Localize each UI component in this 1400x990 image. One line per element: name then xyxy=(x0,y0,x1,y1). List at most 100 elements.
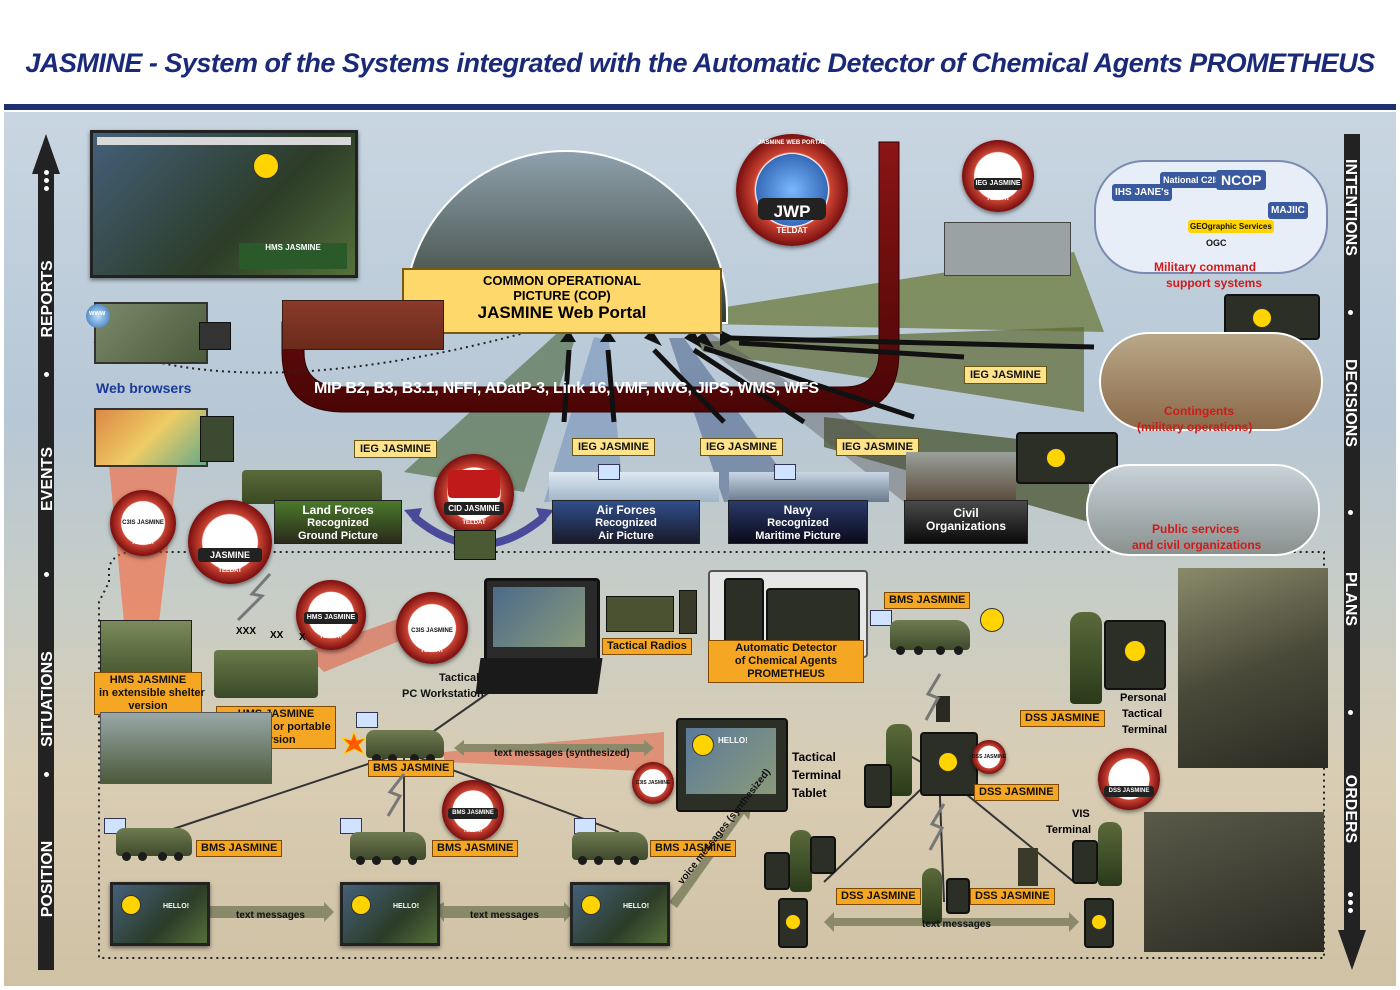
axis-dot xyxy=(44,572,49,577)
military-systems-cloud: IHS JANE's National C2IS NCOP MAJIIC GEO… xyxy=(1094,160,1328,274)
hms-truck-image xyxy=(214,650,318,698)
tactical-radios-label: Tactical Radios xyxy=(602,638,692,655)
prometheus-detector xyxy=(724,578,764,648)
hms-shelter-label: HMS JASMINE in extensible shelter versio… xyxy=(94,672,205,715)
ieg-hardware-image xyxy=(944,222,1071,276)
axis-dot xyxy=(44,186,49,191)
jwp-maker: TELDAT xyxy=(776,226,808,235)
left-axis-arrow xyxy=(32,134,60,970)
dss-label-bottom-right: DSS JASMINE xyxy=(970,888,1055,905)
bms-screen-2-hello: HELLO! xyxy=(393,903,420,910)
cop-line3: JASMINE Web Portal xyxy=(477,303,647,322)
vis-line1: VIS xyxy=(1072,808,1090,820)
bms-seal: BMS JASMINE TELDAT xyxy=(442,780,504,842)
page-title: JASMINE - System of the Systems integrat… xyxy=(25,48,1375,78)
contingents-caption-1: Contingents xyxy=(1164,404,1234,418)
hms-seal: HMS JASMINE TELDAT xyxy=(296,580,366,650)
protocols-text: MIP B2, B3, B3.1, NFFI, ADatP-3, Link 16… xyxy=(314,380,819,397)
radiation-icon xyxy=(1252,308,1272,328)
tablet-line1: Tactical xyxy=(792,750,836,764)
hms-shelter-line2: in extensible shelter xyxy=(99,687,205,699)
bms-screen-1-hello: HELLO! xyxy=(163,903,190,910)
hms-screen-top: HMS JASMINE xyxy=(90,130,358,278)
c3is-seal-2: C3IS JASMINE TELDAT xyxy=(396,592,468,664)
hms-screen-caption: HMS JASMINE xyxy=(239,243,347,269)
nato-flag-icon xyxy=(598,464,620,480)
military-caption-1: Military command xyxy=(1154,260,1257,274)
tactical-pc-line1: Tactical xyxy=(439,672,480,684)
navy-image xyxy=(729,472,889,502)
ogc-label: OGC xyxy=(1206,238,1227,248)
personal-terminal-line3: Terminal xyxy=(1122,724,1168,736)
explosion-icon xyxy=(342,732,366,756)
axis-dot xyxy=(1348,310,1353,315)
hms-seal-maker: TELDAT xyxy=(319,634,343,640)
dss-soldier-bottom xyxy=(922,868,942,924)
tablet-screen: HELLO! xyxy=(686,728,776,794)
radiation-icon xyxy=(692,734,714,756)
cid-maker: TELDAT xyxy=(462,520,486,526)
ieg-label-civil: IEG JASMINE xyxy=(836,438,919,456)
air-forces-box: Air Forces Recognized Air Picture xyxy=(552,500,700,544)
axis-dot xyxy=(44,772,49,777)
prometheus-line2: of Chemical Agents xyxy=(734,655,838,667)
dss-seal-label: DSS JASMINE xyxy=(1108,788,1150,794)
dss-small-seal: DSS JASMINE xyxy=(972,740,1006,774)
bms-vehicle-bottom-2 xyxy=(350,832,426,865)
ieg-seal-maker: TELDAT xyxy=(986,196,1010,202)
vis-line2: Terminal xyxy=(1046,824,1092,836)
cid-seal: CID JASMINE TELDAT xyxy=(434,454,514,534)
tactical-pc-laptop xyxy=(484,578,600,664)
dss-label-top: DSS JASMINE xyxy=(1020,710,1105,727)
tablet-hello: HELLO! xyxy=(718,736,748,745)
dss-label-center: DSS JASMINE xyxy=(974,784,1059,801)
land-forces-line1: Land Forces xyxy=(302,503,374,517)
dss-handheld-left xyxy=(764,852,790,890)
hms-interior-photo xyxy=(100,712,272,784)
unit-mark-xxx: XXX xyxy=(236,626,257,637)
nato-flag-icon xyxy=(774,464,796,480)
military-caption-2: support systems xyxy=(1166,276,1263,290)
c3is-seal2-maker: TELDAT xyxy=(420,648,444,654)
axis-dot xyxy=(44,178,49,183)
radiation-icon xyxy=(1124,640,1146,662)
c3is-small-seal: C3IS JASMINE xyxy=(632,762,674,804)
ieg-label-air: IEG JASMINE xyxy=(572,438,655,456)
dss-handheld-left-2 xyxy=(810,836,836,874)
air-forces-image xyxy=(549,472,719,502)
bms-label-top: BMS JASMINE xyxy=(884,592,971,609)
civil-line1: Civil xyxy=(953,506,979,520)
land-forces-line2: Recognized xyxy=(307,517,369,529)
radiation-icon xyxy=(581,895,601,915)
dss-antenna xyxy=(936,696,950,722)
axis-dot xyxy=(44,372,49,377)
majiic-label: MAJIIC xyxy=(1268,202,1308,219)
axis-dot xyxy=(44,170,49,175)
bms-vehicle-center xyxy=(366,730,444,763)
radiation-icon xyxy=(1046,448,1066,468)
air-forces-line3: Air Picture xyxy=(598,530,654,542)
soldier-handheld-photo xyxy=(1144,812,1324,952)
dss-label-bottom-left: DSS JASMINE xyxy=(836,888,921,905)
jasmine-seal-label: JASMINE xyxy=(209,550,250,560)
c3is-seal2-label: C3IS JASMINE xyxy=(411,628,453,634)
hms-shelter-image xyxy=(100,620,192,674)
dss-handheld-bottom xyxy=(946,878,970,914)
unit-mark-x: X xyxy=(299,632,306,643)
cop-line2: PICTURE (COP) xyxy=(513,288,611,303)
right-axis-arrow xyxy=(1338,134,1366,970)
tablet-line2: Terminal xyxy=(792,768,842,782)
dss-handheld-center xyxy=(864,764,892,808)
tactical-radio-box xyxy=(606,596,674,632)
bms-label-bottom-1: BMS JASMINE xyxy=(196,840,283,857)
bms-label-bottom-3: BMS JASMINE xyxy=(650,840,737,857)
radiation-icon xyxy=(785,914,801,930)
national-label: National C2IS xyxy=(1160,172,1225,188)
tactical-pc-line2: PC Workstation xyxy=(402,688,484,700)
contingents-photo xyxy=(1099,332,1323,431)
axis-dot xyxy=(1348,908,1353,913)
wireless-link-icon xyxy=(386,773,406,817)
navy-line2: Recognized xyxy=(767,517,829,529)
web-screen-1 xyxy=(94,302,208,364)
public-services-photo xyxy=(1086,464,1320,556)
